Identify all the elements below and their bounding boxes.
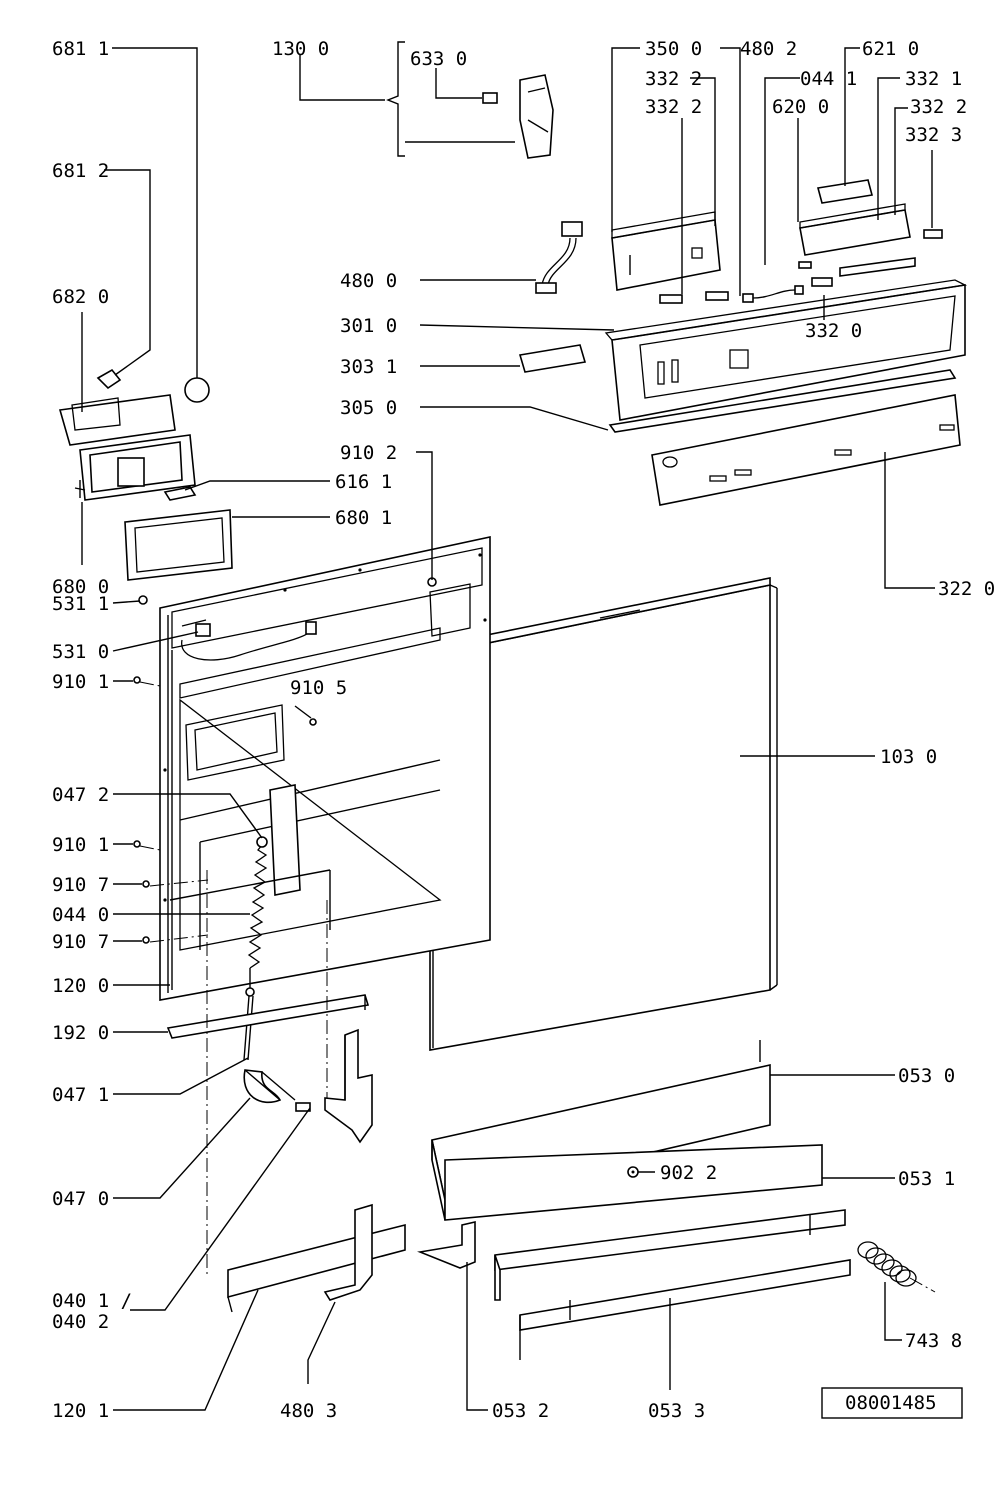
label-332-2-c: 332 2 — [910, 96, 967, 118]
label-480-3: 480 3 — [280, 1400, 337, 1422]
label-047-2: 047 2 — [52, 784, 109, 806]
label-743-8: 743 8 — [905, 1330, 962, 1352]
label-902-2: 902 2 — [660, 1162, 717, 1184]
bottom-strip — [227, 1203, 406, 1313]
label-616-1: 616 1 — [335, 471, 392, 493]
label-681-2: 681 2 — [52, 160, 109, 182]
label-053-3: 053 3 — [648, 1400, 705, 1422]
label-044-1: 044 1 — [800, 68, 857, 90]
label-332-2-b: 332 2 — [645, 96, 702, 118]
label-103-0: 103 0 — [880, 746, 937, 768]
button-332-a — [659, 294, 683, 304]
label-680-1: 680 1 — [335, 507, 392, 529]
detergent-dispenser — [58, 394, 196, 501]
assembly-axis-5 — [149, 879, 209, 887]
assembly-axis-3 — [139, 681, 161, 687]
trim-strip — [608, 369, 957, 433]
label-040-2: 040 2 — [52, 1311, 109, 1333]
label-130-0: 130 0 — [272, 38, 329, 60]
lower-rail — [166, 994, 370, 1039]
label-192-0: 192 0 — [52, 1022, 109, 1044]
plinth-middle — [444, 1144, 823, 1221]
fascia-panel — [651, 394, 961, 506]
screw-9107-b — [142, 936, 150, 944]
label-332-2-a: 332 2 — [645, 68, 702, 90]
screw-902 — [627, 1166, 639, 1178]
door-switch — [482, 74, 554, 159]
label-053-0: 053 0 — [898, 1065, 955, 1087]
coil-spring — [857, 1241, 917, 1287]
small-cable — [742, 285, 804, 303]
label-044-0: 044 0 — [52, 904, 109, 926]
label-332-1: 332 1 — [905, 68, 962, 90]
label-322-0: 322 0 — [938, 578, 995, 600]
screw-9101-a — [133, 676, 141, 684]
wiring-harness — [535, 221, 583, 294]
label-480-0: 480 0 — [340, 270, 397, 292]
label-681-1: 681 1 — [52, 38, 109, 60]
label-633-0: 633 0 — [410, 48, 467, 70]
button-332-b — [705, 291, 729, 301]
label-350-0: 350 0 — [645, 38, 702, 60]
label-531-1: 531 1 — [52, 593, 109, 615]
leader-lines — [81, 41, 935, 1411]
button-332-0 — [811, 277, 833, 287]
inner-door-panel — [159, 536, 491, 1001]
hinge-spring — [243, 836, 268, 1061]
dispenser-clip — [163, 486, 197, 501]
small-bracket — [417, 1220, 476, 1269]
screw-9101-b — [133, 840, 141, 848]
label-047-1: 047 1 — [52, 1084, 109, 1106]
control-panel — [604, 279, 968, 421]
label-531-0: 531 0 — [52, 641, 109, 663]
screw-9107-a — [142, 880, 150, 888]
button-332-3 — [923, 229, 943, 239]
hinge-bracket — [324, 1028, 373, 1144]
drawing-number-box — [821, 1387, 963, 1419]
assembly-axis-6 — [149, 934, 209, 943]
hinge-arm — [243, 1069, 311, 1112]
led-044 — [798, 261, 812, 269]
label-040-1: 040 1 / — [52, 1290, 132, 1312]
label-910-2: 910 2 — [340, 442, 397, 464]
label-910-1-a: 910 1 — [52, 671, 109, 693]
label-120-0: 120 0 — [52, 975, 109, 997]
label-301-0: 301 0 — [340, 315, 397, 337]
label-332-0: 332 0 — [805, 320, 862, 342]
plinth-lower — [494, 1209, 851, 1360]
dispenser-cap — [184, 377, 210, 403]
label-910-7-a: 910 7 — [52, 874, 109, 896]
label-620-0: 620 0 — [772, 96, 829, 118]
screw-9105 — [309, 718, 317, 726]
assembly-axis-7 — [909, 1277, 936, 1293]
button-row — [839, 257, 916, 277]
label-682-0: 682 0 — [52, 286, 109, 308]
label-120-1: 120 1 — [52, 1400, 109, 1422]
label-480-2: 480 2 — [740, 38, 797, 60]
label-305-0: 305 0 — [340, 397, 397, 419]
label-053-2: 053 2 — [492, 1400, 549, 1422]
label-680-0: 680 0 — [52, 576, 109, 598]
label-910-7-b: 910 7 — [52, 931, 109, 953]
label-621-0: 621 0 — [862, 38, 919, 60]
label-910-1-b: 910 1 — [52, 834, 109, 856]
drawing-number: 08001485 — [845, 1392, 937, 1414]
assembly-axis-4 — [139, 845, 161, 851]
dispenser-latch — [96, 368, 122, 390]
selector-module — [799, 203, 911, 256]
control-module — [611, 211, 721, 291]
label-053-1: 053 1 — [898, 1168, 955, 1190]
button-cover — [518, 344, 587, 373]
label-047-0: 047 0 — [52, 1188, 109, 1210]
label-303-1: 303 1 — [340, 356, 397, 378]
screw-5311 — [138, 595, 148, 605]
label-332-3: 332 3 — [905, 124, 962, 146]
circuit-board — [816, 179, 874, 204]
dispenser-seal — [124, 509, 233, 581]
label-910-5: 910 5 — [290, 677, 347, 699]
